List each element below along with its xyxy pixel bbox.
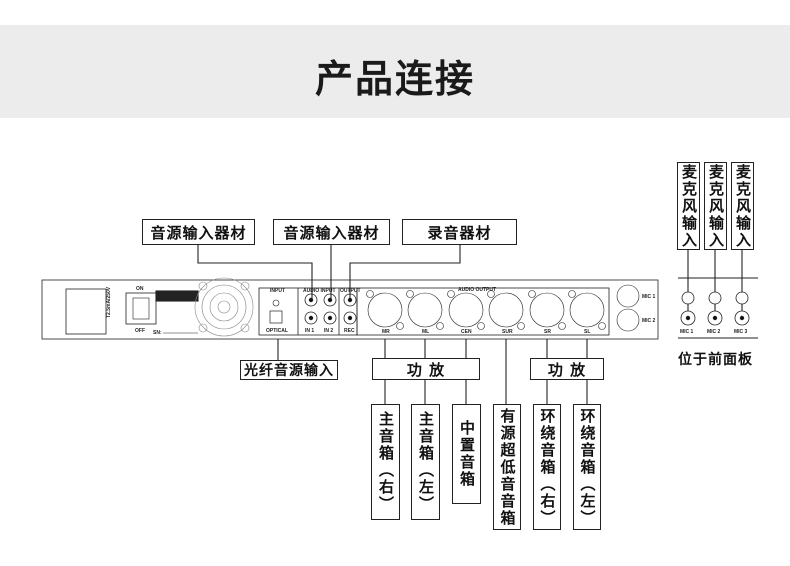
on-label: ON [136, 286, 144, 292]
sn-label: SN: [153, 330, 162, 336]
front-mic-jacks [680, 291, 750, 326]
amplifier-box-2: 功 放 [530, 358, 604, 380]
front-mic3-label: MIC 3 [734, 329, 748, 335]
switch-rocker [132, 297, 150, 320]
speaker-subwoofer: 有源超低音音箱 [493, 404, 521, 530]
mic2-label: MIC 2 [642, 318, 656, 324]
speaker-center: 中置音箱 [452, 404, 481, 504]
optical-source-box: 光纤音源输入 [240, 360, 338, 380]
out-sur-label: SUR [502, 329, 513, 335]
recording-device: 录音器材 [402, 219, 517, 245]
fan-grille [194, 277, 254, 337]
input-label: INPUT [270, 288, 285, 294]
label-area [65, 288, 107, 335]
optical-label: OPTICAL [266, 328, 288, 334]
off-label: OFF [135, 328, 145, 334]
front-mic2-label: MIC 2 [707, 329, 721, 335]
out-cen-label: CEN [461, 329, 472, 335]
power-switch[interactable] [125, 292, 157, 325]
voltage-label: T2.5mA/250V [106, 286, 112, 318]
front-mic1-label: MIC 1 [680, 329, 694, 335]
audio-output-label: AUDIO OUTPUT [458, 287, 496, 293]
mic1-label: MIC 1 [642, 294, 656, 300]
out-sr-label: SR [544, 329, 551, 335]
mic-input-3: 麦克风输入 [731, 162, 754, 250]
amplifier-box-1: 功 放 [372, 358, 480, 380]
wire-recorder [349, 245, 461, 300]
mic-input-1: 麦克风输入 [677, 162, 700, 250]
audio-input-label: AUDIO INPUT [303, 288, 336, 294]
speaker-main-right: 主音箱（右） [371, 404, 400, 520]
in1-label: IN 1 [305, 328, 314, 334]
rear-panel [41, 279, 659, 340]
out-ml-label: ML [422, 329, 429, 335]
wire-source-1 [197, 245, 313, 300]
mic2-jack [616, 308, 640, 332]
rca-jacks [304, 293, 357, 325]
output-label: OUTPUT [340, 288, 361, 294]
optical-port[interactable] [269, 310, 283, 324]
mic1-jack [616, 284, 640, 308]
xlr-outputs [366, 290, 606, 330]
out-mr-label: MR [382, 329, 390, 335]
speaker-surround-right: 环绕音箱（右） [533, 404, 561, 530]
page-title: 产品连接 [314, 57, 475, 101]
audio-output-section [356, 287, 610, 336]
source-device-1: 音源输入器材 [142, 219, 255, 245]
speaker-surround-left: 环绕音箱（左） [573, 404, 601, 530]
speaker-main-left: 主音箱（左） [411, 404, 440, 520]
front-panel-note: 位于前面板 [678, 352, 753, 368]
header-band [0, 25, 790, 118]
rec-label: REC [344, 328, 355, 334]
source-device-2: 音源输入器材 [273, 219, 390, 245]
out-sl-label: SL [584, 329, 590, 335]
mic-input-2: 麦克风输入 [704, 162, 727, 250]
warning-label [155, 290, 199, 302]
in2-label: IN 2 [324, 328, 333, 334]
